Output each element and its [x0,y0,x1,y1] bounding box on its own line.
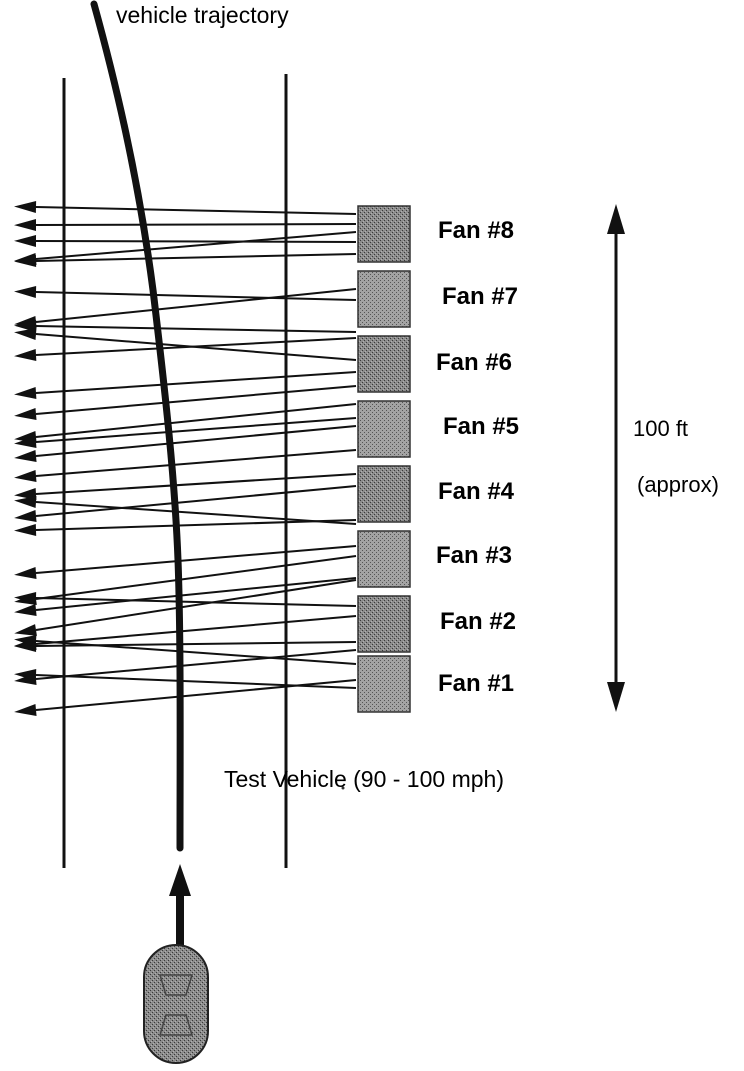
fan-label: Fan #1 [438,670,515,697]
fan-5-box [357,400,411,458]
wind-arrow-line [35,288,357,323]
fan-label: Fan #8 [438,217,515,244]
wind-arrow-head [14,320,37,332]
wind-arrow-head [14,408,37,420]
wind-arrow-head [14,470,37,482]
distance-dimension-arrow [607,204,625,712]
test-vehicle [143,944,209,1064]
wind-arrow-line [35,240,357,243]
wind-arrow-head [14,488,37,500]
wind-arrow-line [35,449,357,477]
speck [341,786,345,790]
distance-note: (approx) [637,472,719,497]
fan-7-box [357,270,411,328]
wind-arrow-line [35,333,357,361]
wind-arrow-head [14,510,37,522]
wind-arrow-line [35,385,357,415]
wind-arrow-head [14,592,37,604]
wind-arrow-line [35,325,357,333]
wind-arrow-head [14,201,37,213]
wind-arrow-head [14,669,37,681]
fans [357,205,411,713]
wind-arrow-head [14,328,37,340]
wind-arrow-line [35,674,357,689]
wind-arrow-line [35,649,357,680]
wind-arrow-head [14,524,37,536]
wind-arrow-head [14,567,37,579]
wind-arrow-head [14,635,37,647]
wind-arrow-head [14,219,37,231]
wind-arrow-line [35,501,357,525]
wind-arrow-head [14,286,37,298]
wind-arrow-line [35,253,357,262]
fan-label: Fan #3 [436,542,513,569]
wind-arrow-line [35,545,357,574]
wind-arrow-head [14,255,37,267]
wind-arrow-head [14,349,37,361]
vehicle-direction-arrow-head [169,864,191,896]
wind-arrow-head [14,436,37,448]
fan-label: Fan #2 [440,608,517,635]
wind-arrow-line [35,371,357,394]
fan-label: Fan #5 [443,413,520,440]
wind-arrow-head [14,450,37,462]
wind-arrow-line [35,206,357,215]
wind-arrow-head [14,496,37,508]
wind-arrow-line [35,679,357,711]
wind-arrow-line [35,403,357,438]
wind-arrow-head [14,387,37,399]
fan-3-box [357,530,411,588]
fan-4-box [357,465,411,523]
wind-arrow-head [14,235,37,247]
fan-8-box [357,205,411,263]
trajectory-label: vehicle trajectory [116,2,289,28]
wind-arrow-head [14,604,37,616]
wind-arrows [14,201,357,716]
vehicle-label: Test Vehicle (90 - 100 mph) [224,766,504,792]
wind-arrow-line [35,640,357,665]
vehicle-trajectory [90,0,184,852]
wind-arrow-line [35,223,357,226]
wind-arrow-line [35,577,357,611]
wind-arrow-line [35,425,357,457]
wind-arrow-head [14,624,37,636]
fan-label: Fan #7 [442,283,519,310]
wind-arrow-line [35,579,357,631]
distance-label: 100 ft [633,416,689,441]
fan-1-box [357,655,411,713]
wind-arrow-head [14,704,37,716]
fan-2-box [357,595,411,653]
wind-arrow-line [35,615,357,645]
wind-arrow-line [35,291,357,301]
fan-label: Fan #6 [436,349,513,376]
wind-arrow-line [35,417,357,443]
wind-arrow-line [35,519,357,531]
fan-6-box [357,335,411,393]
wind-arrow-line [35,473,357,495]
wind-arrow-line [35,555,357,600]
fan-label: Fan #4 [438,478,515,505]
wind-arrow-line [35,597,357,607]
wind-arrow-line [35,485,357,517]
wind-arrow-line [35,231,357,260]
